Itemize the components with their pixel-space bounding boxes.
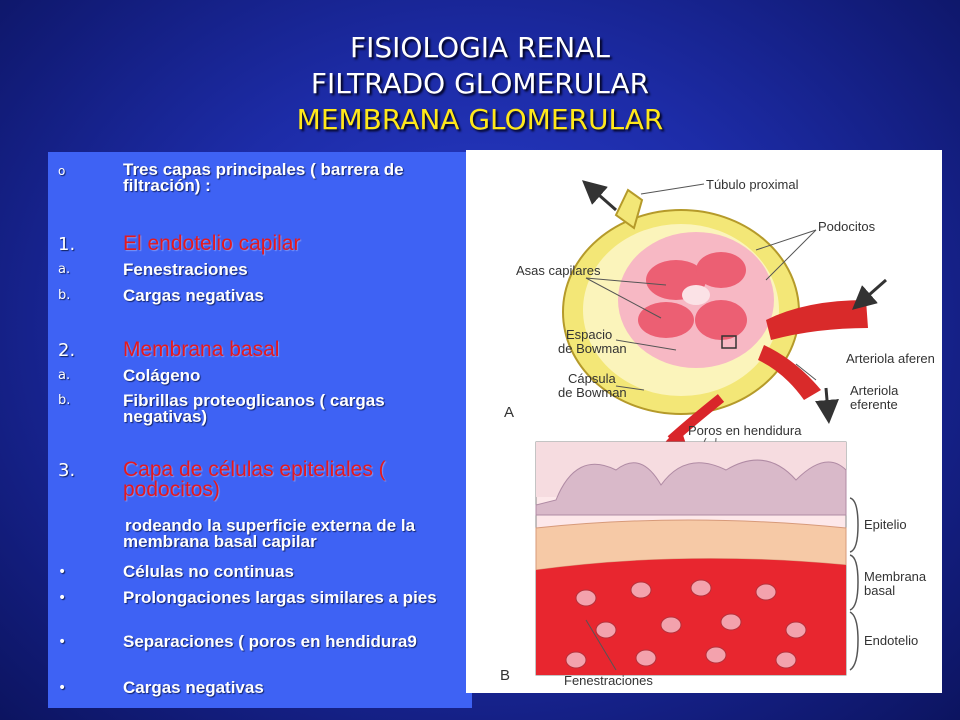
list-item-text: Tres capas principales ( barrera de filt… — [123, 160, 404, 195]
bullet: • — [58, 590, 67, 606]
list-item-text: Separaciones ( poros en hendidura9 — [123, 632, 417, 651]
label-tubulo: Túbulo proximal — [706, 177, 799, 192]
diagram-illustration — [535, 180, 887, 676]
list-marker: 1. — [58, 234, 76, 255]
list-marker: o — [58, 164, 66, 178]
capillary-tuft — [618, 232, 774, 368]
list-item-text: Cargas negativas — [123, 286, 264, 305]
afferent-arteriole — [766, 300, 868, 340]
list-item-heading: Capa de células epiteliales ( podocitos) — [123, 458, 386, 501]
label-membrana-2: basal — [864, 583, 896, 598]
list-item-text: rodeando la superficie externa de la mem… — [123, 516, 416, 551]
list-item-heading: Membrana basal — [123, 338, 280, 361]
label-capsula-1: Cápsula — [568, 371, 616, 386]
list-marker: 3. — [58, 460, 76, 481]
list-marker: b. — [58, 393, 71, 408]
list-marker: 2. — [58, 340, 76, 361]
list-item-text: Fibrillas proteoglicanos ( cargas negati… — [123, 391, 385, 426]
label-eferente-1: Arteriola — [850, 383, 899, 398]
label-espacio-2: de Bowman — [558, 341, 627, 356]
list-marker: b. — [58, 288, 71, 303]
label-endotelio: Endotelio — [864, 633, 919, 648]
zoom-box — [721, 335, 737, 349]
slide-title: FISIOLOGIA RENAL FILTRADO GLOMERULAR MEM… — [0, 30, 960, 138]
label-epitelio: Epitelio — [864, 517, 907, 532]
list-marker: a. — [58, 368, 71, 383]
tubule-arrow — [581, 180, 617, 212]
text-panel: o Tres capas principales ( barrera de fi… — [48, 152, 472, 708]
label-asas: Asas capilares — [516, 263, 601, 278]
zoomed-membrane — [535, 441, 847, 676]
label-eferente-2: eferente — [850, 397, 898, 412]
label-a: A — [504, 404, 515, 421]
title-line-1: FISIOLOGIA RENAL — [350, 31, 610, 64]
label-poros: Poros en hendidura — [688, 423, 802, 438]
proximal-tubule — [614, 188, 644, 230]
list-marker: a. — [58, 262, 71, 277]
efferent-arteriole — [758, 345, 821, 400]
list-item-text: Prolongaciones largas similares a pies — [123, 588, 437, 607]
label-b: B — [500, 667, 511, 684]
bullet: • — [58, 564, 67, 580]
label-capsula-2: de Bowman — [558, 385, 627, 400]
fenestration-leader — [585, 619, 617, 671]
bullet: • — [58, 680, 67, 696]
label-fenestraciones: Fenestraciones — [564, 673, 653, 688]
afferent-arrow — [851, 278, 887, 310]
list-item-text: Fenestraciones — [123, 260, 248, 279]
label-podocitos: Podocitos — [818, 219, 876, 234]
bullet: • — [58, 634, 67, 650]
glomerulus-diagram: Túbulo proximal Podocitos Asas capilares… — [466, 150, 942, 693]
list-item-text: Células no continuas — [123, 562, 294, 581]
list-item-text: Colágeno — [123, 366, 201, 385]
title-line-2: FILTRADO GLOMERULAR — [310, 67, 650, 100]
label-aferente: Arteriola aferen — [846, 351, 935, 366]
label-espacio-1: Espacio — [566, 327, 613, 342]
efferent-arrow — [815, 387, 839, 424]
layer-brackets — [849, 497, 859, 671]
list-item-heading: El endotelio capilar — [123, 232, 301, 255]
title-line-3: MEMBRANA GLOMERULAR — [296, 103, 664, 136]
label-membrana-1: Membrana — [864, 569, 927, 584]
list-item-text: Cargas negativas — [123, 678, 264, 697]
